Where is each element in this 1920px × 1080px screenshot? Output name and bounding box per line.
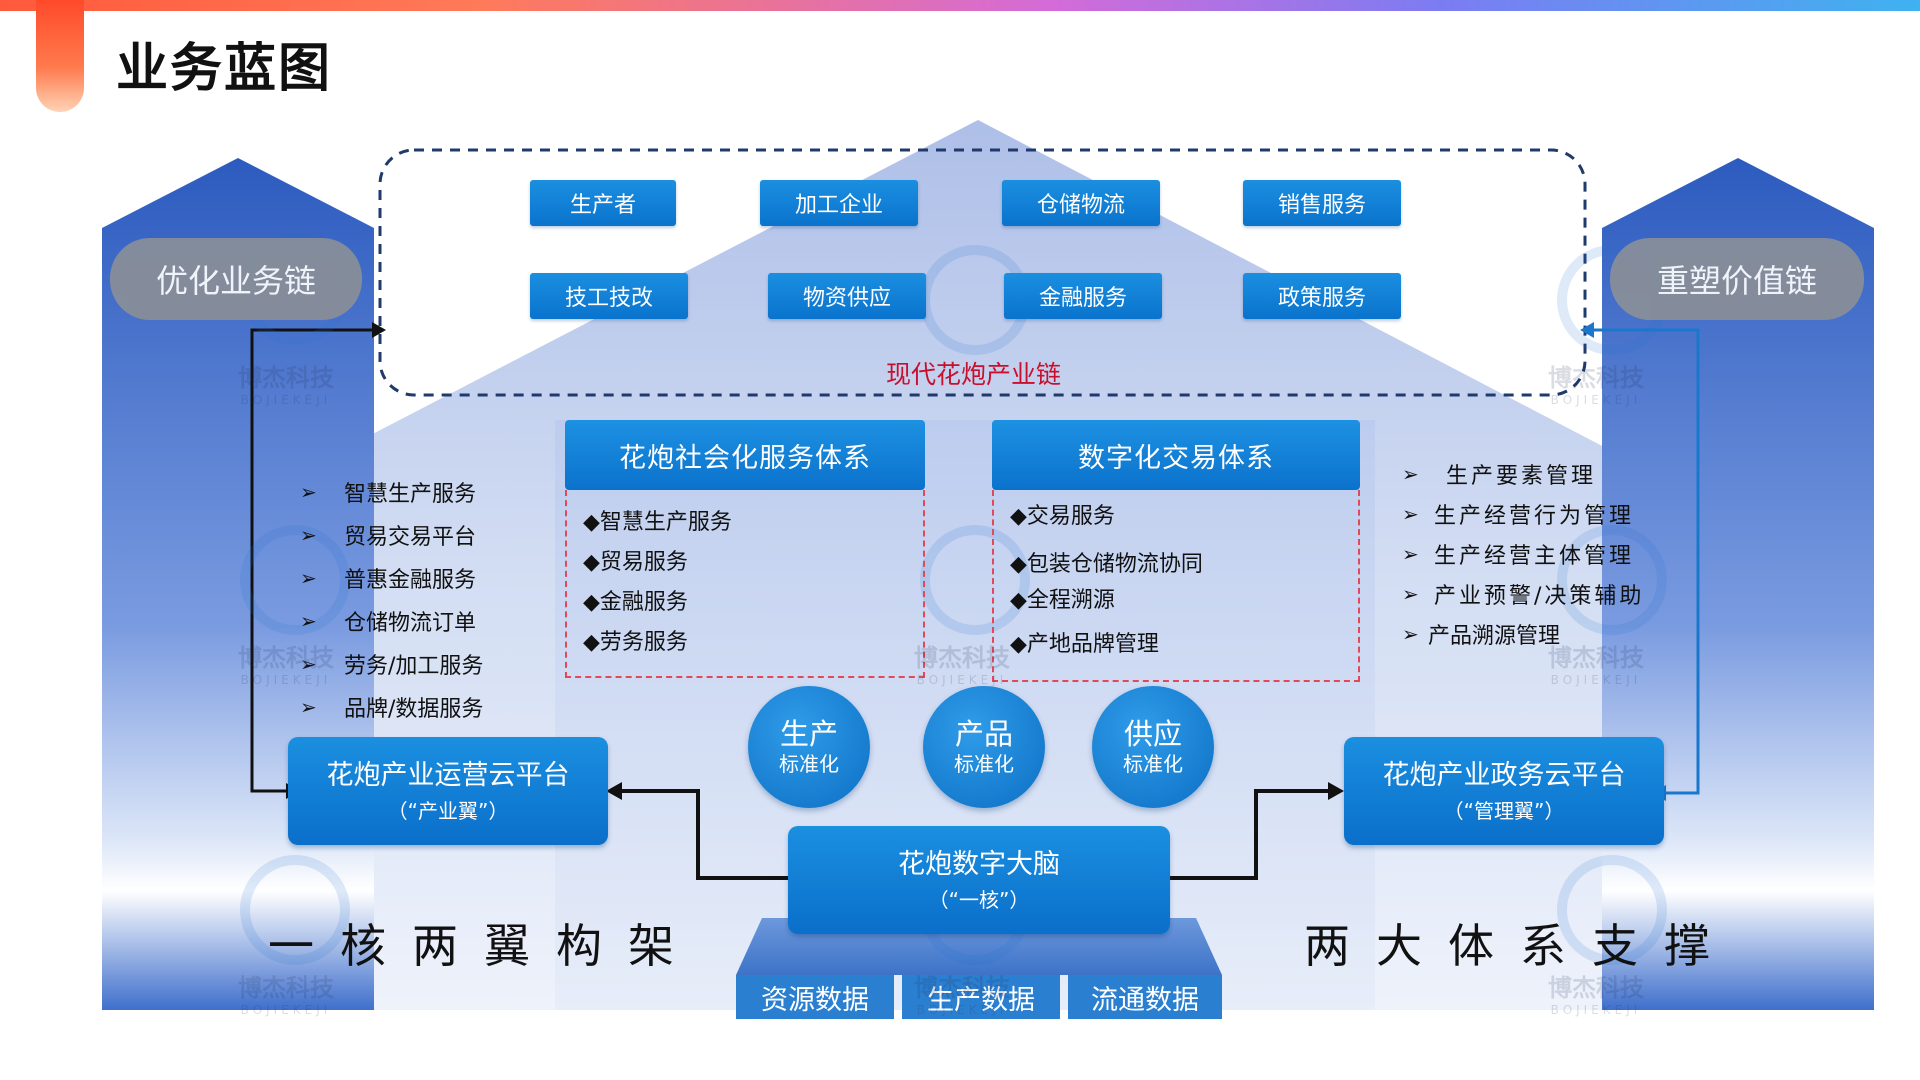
list-item: ◆智慧生产服务 [583, 510, 732, 535]
list-item: ➢普惠金融服务 [300, 565, 477, 593]
list-item: ➢品牌/数据服务 [300, 694, 484, 722]
chevron-right-icon: ➢ [300, 522, 317, 547]
right-management-list: ➢生产要素管理 ➢生产经营行为管理 ➢生产经营主体管理 ➢产业预警/决策辅助 ➢… [1402, 454, 1644, 654]
list-item: ◆全程溯源 [1010, 588, 1115, 613]
chain-label: 现代花炮产业链 [886, 360, 1062, 389]
watermark: 博杰科技 BOJIEKEJI [1548, 364, 1644, 407]
watermark: 博杰科技 BOJIEKEJI [1548, 974, 1644, 1017]
chain-item-finance: 金融服务 [1004, 273, 1162, 319]
chain-item-policy: 政策服务 [1243, 273, 1401, 319]
supply-standard-circle: 供应 标准化 [1092, 686, 1214, 808]
list-item: ➢产品溯源管理 [1402, 622, 1561, 649]
circulation-data-base: 流通数据 [1068, 975, 1222, 1019]
production-data-base: 生产数据 [902, 975, 1060, 1019]
brain-left-arrowhead [606, 782, 622, 800]
list-item: ➢生产经营主体管理 [1402, 542, 1635, 569]
list-item: ◆贸易服务 [583, 550, 688, 575]
list-item: ➢贸易交易平台 [300, 522, 477, 550]
brain-left-connector [622, 789, 788, 880]
slogan-right: 两大体系支撑 [1304, 919, 1736, 973]
list-item: ➢生产经营行为管理 [1402, 502, 1635, 529]
right-arrow-shape [1602, 158, 1874, 1010]
chevron-right-icon: ➢ [300, 479, 317, 504]
slogan-left: 一核两翼构架 [268, 919, 700, 973]
chevron-right-icon: ➢ [300, 565, 317, 590]
watermark: 博杰科技 BOJIEKEJI [914, 974, 1010, 1017]
reshape-value-pill: 重塑价值链 [1610, 238, 1864, 320]
digital-trade-system-body: ◆交易服务 ◆包装仓储物流协同 ◆全程溯源 ◆产地品牌管理 [992, 490, 1360, 682]
government-affairs-platform: 花炮产业政务云平台 （“管理翼”） [1344, 737, 1664, 845]
social-service-system: 花炮社会化服务体系 ◆智慧生产服务 ◆贸易服务 ◆金融服务 ◆劳务服务 [565, 420, 925, 678]
list-item: ◆交易服务 [1010, 504, 1115, 529]
chain-item-producer: 生产者 [530, 180, 676, 226]
chain-item-sales: 销售服务 [1243, 180, 1401, 226]
chain-item-tech: 技工技改 [530, 273, 688, 319]
chevron-right-icon: ➢ [300, 608, 317, 633]
list-item: ➢生产要素管理 [1402, 462, 1597, 489]
left-connector [250, 328, 372, 793]
watermark: 博杰科技 BOJIEKEJI [238, 644, 334, 687]
watermark: 博杰科技 BOJIEKEJI [238, 974, 334, 1017]
watermark: 博杰科技 BOJIEKEJI [238, 364, 334, 407]
optimize-chain-pill: 优化业务链 [110, 238, 362, 320]
left-service-list: ➢智慧生产服务 ➢贸易交易平台 ➢普惠金融服务 ➢仓储物流订单 ➢劳务/加工服务… [300, 470, 483, 728]
chevron-right-icon: ➢ [300, 694, 317, 719]
social-service-system-title: 花炮社会化服务体系 [565, 420, 925, 490]
list-item: ◆产地品牌管理 [1010, 632, 1159, 657]
list-item: ◆金融服务 [583, 590, 688, 615]
top-gradient-bar [0, 0, 1920, 11]
chevron-right-icon: ➢ [1402, 622, 1419, 646]
chain-container [378, 148, 1587, 397]
brain-right-arrowhead [1328, 782, 1344, 800]
right-connector [1594, 328, 1700, 795]
chevron-right-icon: ➢ [1402, 502, 1419, 526]
title-accent-tab [36, 0, 84, 112]
brain-right-connector [1170, 789, 1328, 880]
chain-item-supply: 物资供应 [768, 273, 926, 319]
chevron-right-icon: ➢ [300, 651, 317, 676]
list-item: ➢劳务/加工服务 [300, 651, 484, 679]
industry-operation-platform: 花炮产业运营云平台 （“产业翼”） [288, 737, 608, 845]
resource-data-base: 资源数据 [736, 975, 894, 1019]
chain-item-processing: 加工企业 [760, 180, 918, 226]
list-item: ➢智慧生产服务 [300, 479, 477, 507]
chevron-right-icon: ➢ [1402, 582, 1419, 606]
page-title: 业务蓝图 [116, 39, 333, 99]
digital-trade-system-title: 数字化交易体系 [992, 420, 1360, 490]
list-item: ◆劳务服务 [583, 630, 688, 655]
production-standard-circle: 生产 标准化 [748, 686, 870, 808]
right-arrowhead-top [1580, 322, 1594, 338]
chevron-right-icon: ➢ [1402, 542, 1419, 566]
list-item: ➢仓储物流订单 [300, 608, 477, 636]
watermark: 博杰科技 BOJIEKEJI [914, 644, 1010, 687]
left-arrowhead-top [372, 322, 386, 338]
social-service-system-body: ◆智慧生产服务 ◆贸易服务 ◆金融服务 ◆劳务服务 [565, 490, 925, 678]
list-item: ◆包装仓储物流协同 [1010, 552, 1203, 577]
chain-item-logistics: 仓储物流 [1002, 180, 1160, 226]
digital-trade-system: 数字化交易体系 ◆交易服务 ◆包装仓储物流协同 ◆全程溯源 ◆产地品牌管理 [992, 420, 1360, 682]
product-standard-circle: 产品 标准化 [923, 686, 1045, 808]
list-item: ➢产业预警/决策辅助 [1402, 582, 1645, 609]
digital-brain: 花炮数字大脑 （“一核”） [788, 826, 1170, 934]
chevron-right-icon: ➢ [1402, 462, 1419, 486]
watermark: 博杰科技 BOJIEKEJI [1548, 644, 1644, 687]
